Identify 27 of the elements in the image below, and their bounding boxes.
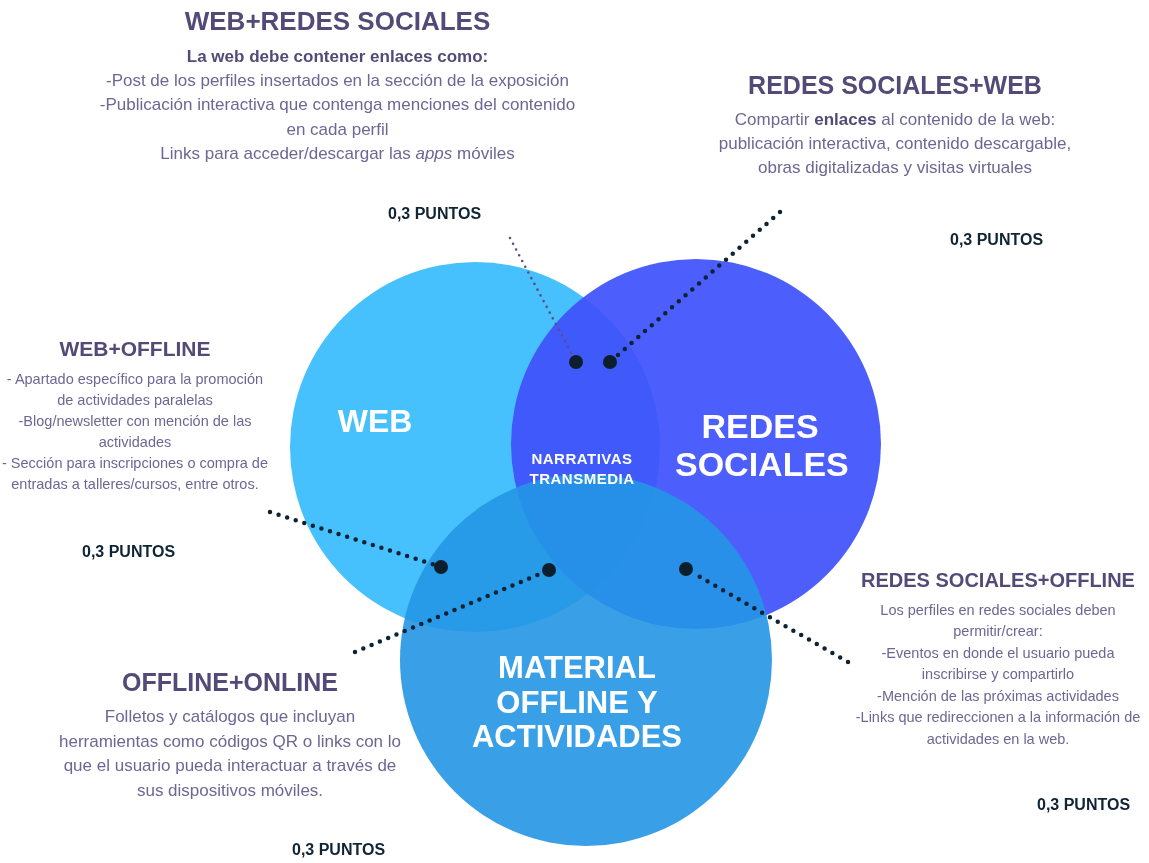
callout-heading: OFFLINE+ONLINE [121,667,339,697]
circle-label: MATERIAL OFFLINE Y ACTIVIDADES [470,650,684,756]
callout-text: -Post de los perfiles insertados en la sección de la exposición [104,70,570,93]
score-label: 0,3 PUNTOS [388,205,482,223]
callout-text: Los perfiles en redes sociales deben permitir/crear: [879,601,1117,642]
callout-text: -Mención de las próximas actividades [876,686,1120,706]
callout-text: - Apartado específico para la promoción de actividades paralelas [5,370,265,411]
center-label: NARRATIVAS TRANSMEDIA [528,449,636,488]
circle-label: WEB [336,404,414,440]
callout-heading: REDES SOCIALES+WEB [747,70,1043,100]
callout-heading: WEB+OFFLINE [58,336,212,362]
callout-text: -Eventos en donde el usuario pueda inscribirse y compartirlo [880,643,1116,685]
callout-text: Links para acceder/descargar las apps móviles [159,142,516,165]
callout-heading: WEB+REDES SOCIALES [183,6,492,38]
score-label: 0,3 PUNTOS [950,231,1044,249]
callout-heading: REDES SOCIALES+OFFLINE [860,568,1136,592]
callout-text: Folletos y catálogos que incluyan herramientas como códigos QR o links con lo que el usuario pueda interactuar a través de sus dispositivos móviles. [57,706,402,802]
callout-text: La web debe contener enlaces como: [185,46,490,69]
score-label: 0,3 PUNTOS [1037,796,1131,814]
callout-text: - Sección para inscripciones o compra de entradas a talleres/cursos, entre otros. [1,454,269,495]
leader-line [613,209,783,360]
callout-text: Compartir enlaces al contenido de la web: publicación interactiva, contenido descargable, obras digitalizadas y visitas virtuales [717,109,1073,180]
leader-line [267,509,437,568]
score-label: 0,3 PUNTOS [292,841,386,859]
score-label: 0,3 PUNTOS [82,543,176,561]
callout-text: -Links que redireccionen a la información de actividades en la web. [854,708,1142,749]
callout-text: -Blog/newsletter con mención de las actividades [17,412,253,453]
